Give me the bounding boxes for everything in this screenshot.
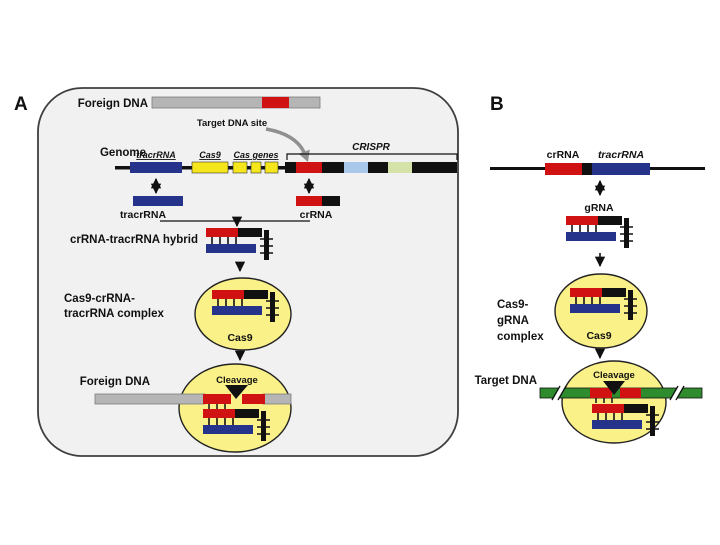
target-segment-left-a xyxy=(203,394,231,404)
crispr-spacer-pale-green xyxy=(388,162,412,173)
tracrrna-box-b xyxy=(592,163,650,175)
cleavage-label-a: Cleavage xyxy=(216,375,258,386)
tracrrna-label-b: tracrRNA xyxy=(598,149,644,161)
cas9-gene-box xyxy=(191,161,229,174)
foreign-dna-top-label: Foreign DNA xyxy=(78,98,148,110)
panel-a-box xyxy=(37,87,459,457)
complex-label-b-line1: Cas9- xyxy=(497,299,528,311)
cas9-label-a: Cas9 xyxy=(227,332,252,344)
crispr-bracket xyxy=(286,153,458,160)
cas9-label-b: Cas9 xyxy=(586,330,611,342)
dna-rna-pair-ticks-a xyxy=(208,404,226,409)
target-dna-site-label: Target DNA site xyxy=(197,118,267,129)
genome-label: Genome xyxy=(100,147,146,159)
target-site-arrowhead-icon xyxy=(298,149,310,162)
panel-a: A Foreign DNA Target DNA site Genome tra… xyxy=(14,87,459,457)
foreign-dna-bottom-label: Foreign DNA xyxy=(80,376,150,388)
dna-rna-pair-ticks-b xyxy=(595,398,613,403)
foreign-dna-top-bar xyxy=(151,96,321,109)
grna-structure xyxy=(565,215,634,249)
tracrrna-gene-box xyxy=(130,162,182,173)
complex-label-a-line2: tracrRNA complex xyxy=(64,308,165,320)
panel-a-letter: A xyxy=(14,94,28,115)
crrna-transcript-red xyxy=(296,196,322,206)
tracrrna-transcript-label: tracrRNA xyxy=(120,209,167,221)
crispr-spacer-light-blue xyxy=(344,162,368,173)
cas-gene-box-1 xyxy=(232,161,248,174)
cas-genes-label: Cas genes xyxy=(233,150,278,160)
target-site-arrow xyxy=(265,127,306,153)
crrna-transcript-label: crRNA xyxy=(300,209,333,221)
cas-gene-box-3 xyxy=(264,161,279,174)
target-dna-label: Target DNA xyxy=(475,375,537,387)
dna-break-symbol-left xyxy=(551,385,567,401)
tracrrna-transcript-bar xyxy=(133,196,183,206)
complex-label-a-line1: Cas9-crRNA- xyxy=(64,293,135,305)
cleavage-arrowhead-a-icon xyxy=(225,385,248,399)
crrna-label-b: crRNA xyxy=(547,149,580,161)
grna-label: gRNA xyxy=(584,202,614,214)
panel-b: B crRNA tracrRNA gRNA Cas9- gRNA complex… xyxy=(475,94,705,444)
cas9-gene-label: Cas9 xyxy=(199,150,221,160)
crispr-array-bar xyxy=(285,162,457,173)
target-segment-left-b xyxy=(590,388,612,398)
foreign-dna-target-segment xyxy=(262,97,289,108)
foreign-dna-bottom-bar-right xyxy=(262,393,292,405)
foreign-dna-bottom-bar-left xyxy=(94,393,206,405)
cleavage-arrowhead-b-icon xyxy=(603,381,625,395)
hybrid-label: crRNA-tracrRNA hybrid xyxy=(70,234,198,246)
complex-label-b-line2: gRNA xyxy=(497,315,529,327)
cleavage-label-b: Cleavage xyxy=(593,370,635,381)
dna-break-symbol-right xyxy=(669,385,685,401)
crispr-spacer-red xyxy=(296,162,322,173)
linker-box-b xyxy=(582,163,592,175)
crrna-transcript-black xyxy=(322,196,340,206)
complex-label-b-line3: complex xyxy=(497,331,544,343)
panel-b-letter: B xyxy=(490,94,504,115)
tracrrna-gene-label: tracrRNA xyxy=(136,150,176,160)
crispr-label: CRISPR xyxy=(352,142,391,153)
target-segment-right-a xyxy=(242,394,265,404)
target-segment-right-b xyxy=(620,388,641,398)
cas-gene-box-2 xyxy=(250,161,262,174)
crrna-box-b xyxy=(545,163,582,175)
